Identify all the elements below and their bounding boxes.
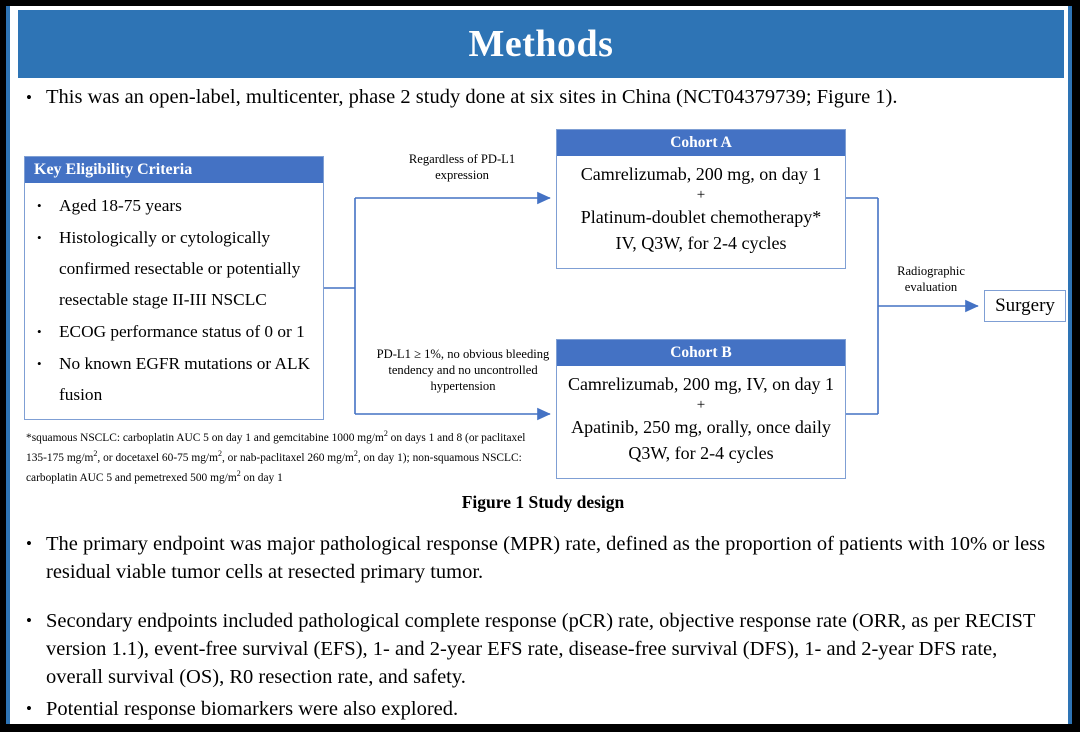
bullet-marker: • (37, 198, 42, 213)
eligibility-header: Key Eligibility Criteria (25, 157, 323, 183)
cohort-a-header: Cohort A (557, 130, 845, 156)
page-title: Methods (468, 23, 614, 65)
lead-bullet-text: This was an open-label, multicenter, pha… (46, 86, 898, 108)
annotation-cohort-a: Regardless of PD-L1 expression (408, 152, 516, 182)
annotation-cohort-b: PD-L1 ≥ 1%, no obvious bleeding tendency… (376, 347, 550, 393)
slide-canvas: Methods • This was an open-label, multic… (6, 6, 1072, 724)
body-bullet-text: The primary endpoint was major pathologi… (46, 533, 1046, 583)
cohort-b-header: Cohort B (557, 340, 845, 366)
cohort-a-box: Cohort A Camrelizumab, 200 mg, on day 1 … (556, 129, 846, 269)
bullet-marker: • (37, 230, 42, 245)
lead-bullet: • This was an open-label, multicenter, p… (26, 84, 1056, 111)
cohort-a-line3: IV, Q3W, for 2-4 cycles (615, 233, 787, 253)
bullet-marker: • (26, 699, 32, 718)
bullet-marker: • (26, 88, 32, 107)
list-item: • Aged 18-75 years (31, 190, 317, 221)
cohort-b-body: Camrelizumab, 200 mg, IV, on day 1 + Apa… (557, 366, 845, 473)
bullet-marker: • (37, 324, 42, 339)
eligibility-item-text: ECOG performance status of 0 or 1 (59, 322, 305, 341)
cohort-b-line1: Camrelizumab, 200 mg, IV, on day 1 (567, 374, 835, 394)
figure-caption: Figure 1 Study design (461, 492, 625, 512)
cohort-b-box: Cohort B Camrelizumab, 200 mg, IV, on da… (556, 339, 846, 479)
bullet-marker: • (26, 534, 32, 553)
title-band: Methods (18, 10, 1064, 78)
list-item: • Histologically or cytologically confir… (31, 222, 317, 315)
body-bullet-text: Potential response biomarkers were also … (46, 698, 459, 720)
body-bullet-primary-endpoint: • The primary endpoint was major patholo… (26, 530, 1058, 586)
surgery-box: Surgery (984, 290, 1066, 322)
bullet-marker: • (26, 611, 32, 630)
cohort-a-body: Camrelizumab, 200 mg, on day 1 + Platinu… (557, 156, 845, 263)
eligibility-item-text: Aged 18-75 years (59, 196, 182, 215)
cohort-b-line3: Q3W, for 2-4 cycles (628, 443, 774, 463)
cohort-a-line1: Camrelizumab, 200 mg, on day 1 (580, 164, 822, 184)
body-bullet-biomarkers: • Potential response biomarkers were als… (26, 695, 1058, 723)
cohort-a-line2: Platinum-doublet chemotherapy* (580, 207, 822, 227)
body-bullet-text: Secondary endpoints included pathologica… (46, 610, 1036, 688)
body-bullet-secondary-endpoints: • Secondary endpoints included pathologi… (26, 607, 1058, 691)
annotation-radiographic-evaluation: Radiographic evaluation (897, 264, 965, 294)
cohort-b-line2: Apatinib, 250 mg, orally, once daily (571, 417, 831, 437)
list-item: • No known EGFR mutations or ALK fusion (31, 348, 317, 410)
eligibility-box: Key Eligibility Criteria • Aged 18-75 ye… (24, 156, 324, 420)
eligibility-body: • Aged 18-75 years • Histologically or c… (25, 183, 323, 417)
cohort-b-plus: + (696, 397, 706, 413)
eligibility-item-text: No known EGFR mutations or ALK fusion (59, 354, 311, 404)
bullet-marker: • (37, 356, 42, 371)
figure-footnote: *squamous NSCLC: carboplatin AUC 5 on da… (26, 429, 526, 484)
eligibility-item-text: Histologically or cytologically confirme… (59, 228, 301, 309)
study-design-figure: Key Eligibility Criteria • Aged 18-75 ye… (10, 124, 1076, 506)
cohort-a-plus: + (696, 187, 706, 203)
list-item: • ECOG performance status of 0 or 1 (31, 316, 317, 347)
